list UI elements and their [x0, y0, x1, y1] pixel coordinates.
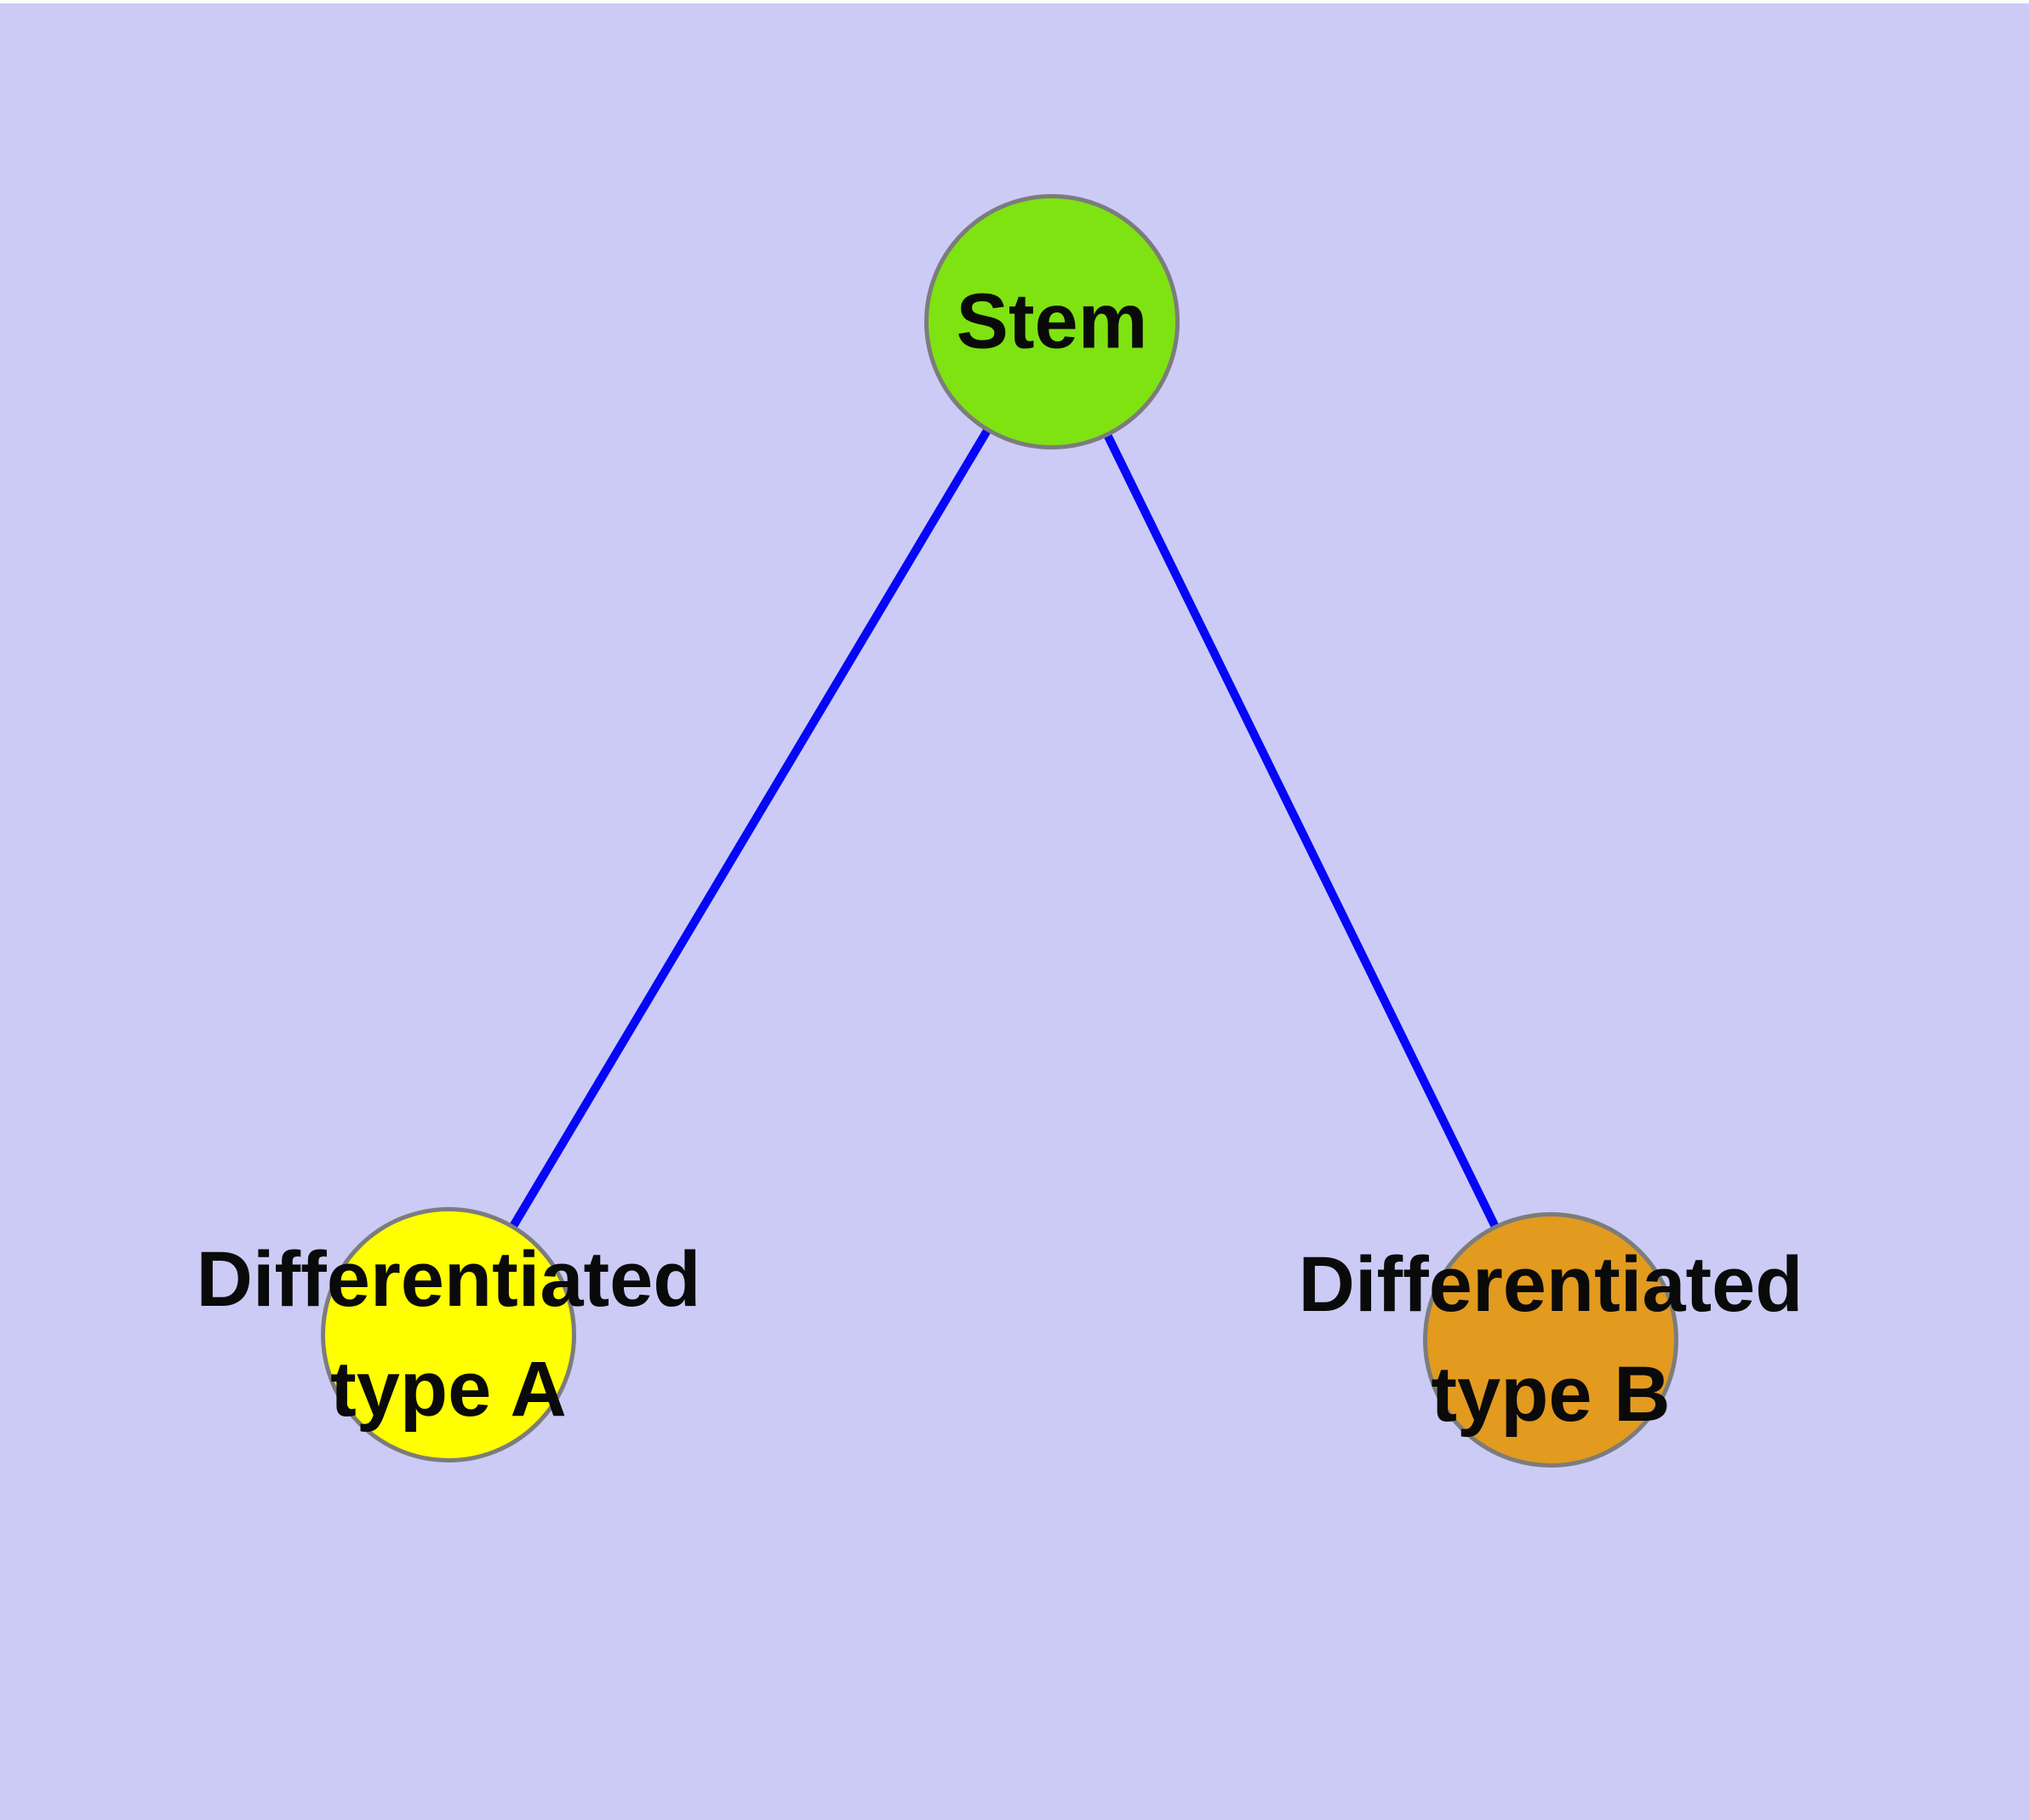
edge-stem-to-type-b: [1048, 319, 1555, 1342]
differentiated-type-a-node[interactable]: [321, 1207, 576, 1462]
stem-node[interactable]: [924, 194, 1180, 449]
edge-stem-to-type-a: [444, 319, 1056, 1337]
edge-layer: [444, 319, 1555, 1342]
differentiated-type-b-node[interactable]: [1423, 1212, 1678, 1468]
diagram-canvas: Stem Differentiated type A Differentiate…: [0, 3, 2029, 1820]
